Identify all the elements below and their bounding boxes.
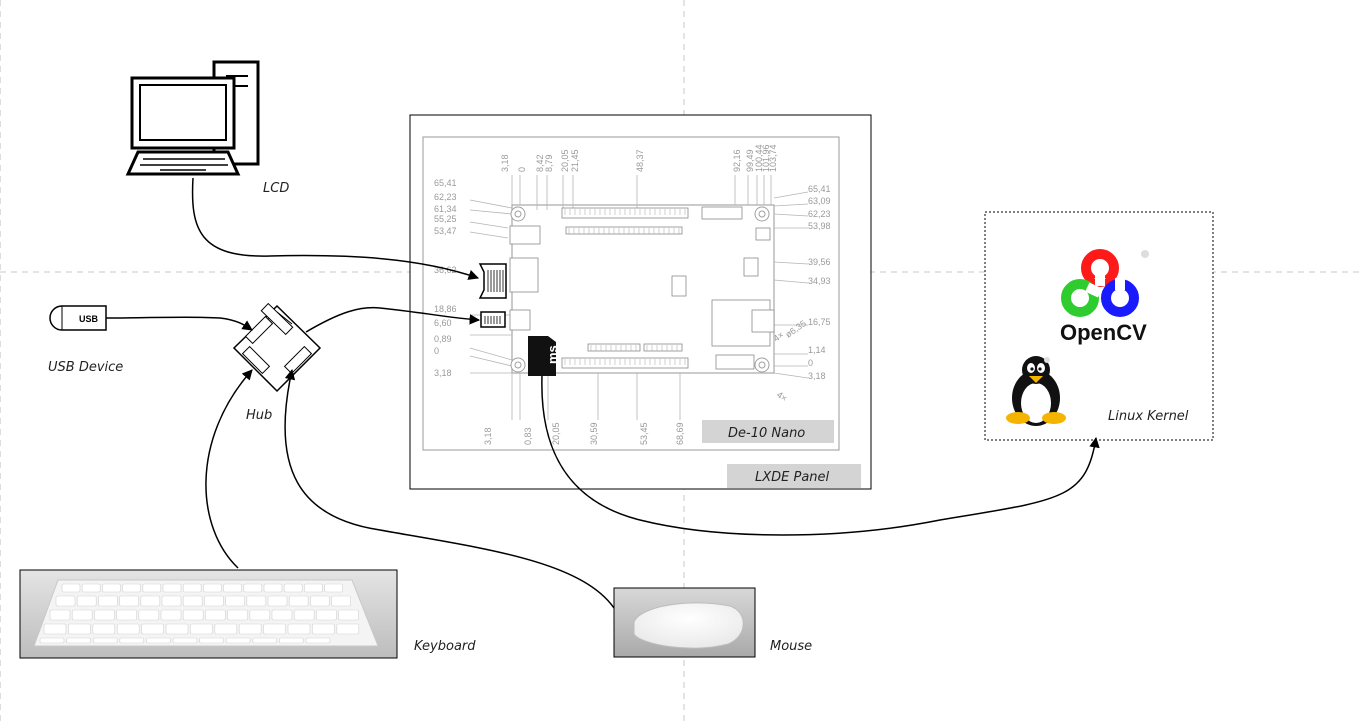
dim-left-3: 55,25 <box>434 214 457 224</box>
sd-to-software-line <box>541 375 1100 536</box>
dim-left-9: 0 <box>434 346 439 356</box>
dim-top-2: 8,42 <box>535 154 545 172</box>
dim-bottom-1: 0,83 <box>523 427 533 445</box>
dim-top-7: 92,16 <box>732 149 742 172</box>
dim-right-4: 39,56 <box>808 257 831 267</box>
dim-right-3: 53,98 <box>808 221 831 231</box>
hdmi-port-icon <box>478 263 507 299</box>
dim-bottom-3: 30,59 <box>589 422 599 445</box>
dim-top-3: 8,79 <box>544 154 554 172</box>
tux-linux-icon <box>1006 356 1066 426</box>
dim-bottom-5: 68,69 <box>675 422 685 445</box>
dim-left-0: 65,41 <box>434 178 457 188</box>
opencv-text: OpenCV <box>1060 320 1147 345</box>
keyboard-label: Keyboard <box>414 639 476 654</box>
dim-bottom-4: 53,45 <box>639 422 649 445</box>
keyboard-icon <box>19 569 398 659</box>
dim-left-1: 62,23 <box>434 192 457 202</box>
usb-otg-port-icon <box>480 311 506 328</box>
dim-left-6: 18,86 <box>434 304 457 314</box>
hub-label: Hub <box>246 408 272 423</box>
usb-tag: USB <box>79 314 99 324</box>
usb-stick-icon: USB <box>49 305 107 331</box>
dim-right-9: 3,18 <box>808 371 826 381</box>
dim-top-9: 100,44 <box>754 144 764 172</box>
dim-left-4: 53,47 <box>434 226 457 236</box>
dim-bottom-0: 3,18 <box>483 427 493 445</box>
hub-icon <box>232 302 322 393</box>
computer-icon <box>125 60 260 176</box>
dim-top-10: 101,96 <box>761 144 771 172</box>
board-label: De-10 Nano <box>728 426 805 441</box>
connections <box>105 177 1100 609</box>
dim-left-2: 61,34 <box>434 204 457 214</box>
mouse-to-hub-line <box>284 368 615 609</box>
opencv-logo-icon: OpenCV <box>1060 249 1149 345</box>
dim-top-8: 99,49 <box>745 149 755 172</box>
dim-left-8: 0,89 <box>434 334 452 344</box>
mouse-label: Mouse <box>770 639 812 654</box>
dim-right-8: 0 <box>808 358 813 368</box>
lxde-panel-label: LXDE Panel <box>755 470 830 485</box>
dim-bottom-2: 20,05 <box>551 422 561 445</box>
dim-count: 4× <box>771 330 785 344</box>
dim-top-4: 20,05 <box>560 149 570 172</box>
board-label-box <box>702 420 834 443</box>
microsd-card-icon: ms <box>528 336 560 376</box>
linux-kernel-label: Linux Kernel <box>1108 409 1189 424</box>
usb-device-label: USB Device <box>48 360 123 375</box>
dim-count-2: 4× <box>775 389 789 403</box>
microsd-text: ms <box>545 345 560 364</box>
dim-right-7: 1,14 <box>808 345 826 355</box>
lcd-to-hdmi-line <box>191 177 479 280</box>
dim-top-6: 48,37 <box>635 149 645 172</box>
dim-left-10: 3,18 <box>434 368 452 378</box>
dim-right-6: 16,75 <box>808 317 831 327</box>
dim-right-0: 65,41 <box>808 184 831 194</box>
dim-right-2: 62,23 <box>808 209 831 219</box>
dim-top-5: 21,45 <box>570 149 580 172</box>
dim-left-5: 36,62 <box>434 265 457 275</box>
keyboard-to-hub-line <box>205 369 253 569</box>
dim-right-1: 63,09 <box>808 196 831 206</box>
usb-to-hub-line <box>105 316 253 331</box>
mouse-icon <box>613 587 756 658</box>
dim-right-5: 34,93 <box>808 276 831 286</box>
lcd-label: LCD <box>263 181 289 196</box>
dim-left-7: 6,60 <box>434 318 452 328</box>
dim-top-0: 3,18 <box>500 154 510 172</box>
dim-top-11: 103,74 <box>768 144 778 172</box>
lxde-panel-label-box <box>727 464 861 488</box>
hub-to-otg-line <box>305 306 481 333</box>
dim-top-1: 0 <box>517 167 527 172</box>
